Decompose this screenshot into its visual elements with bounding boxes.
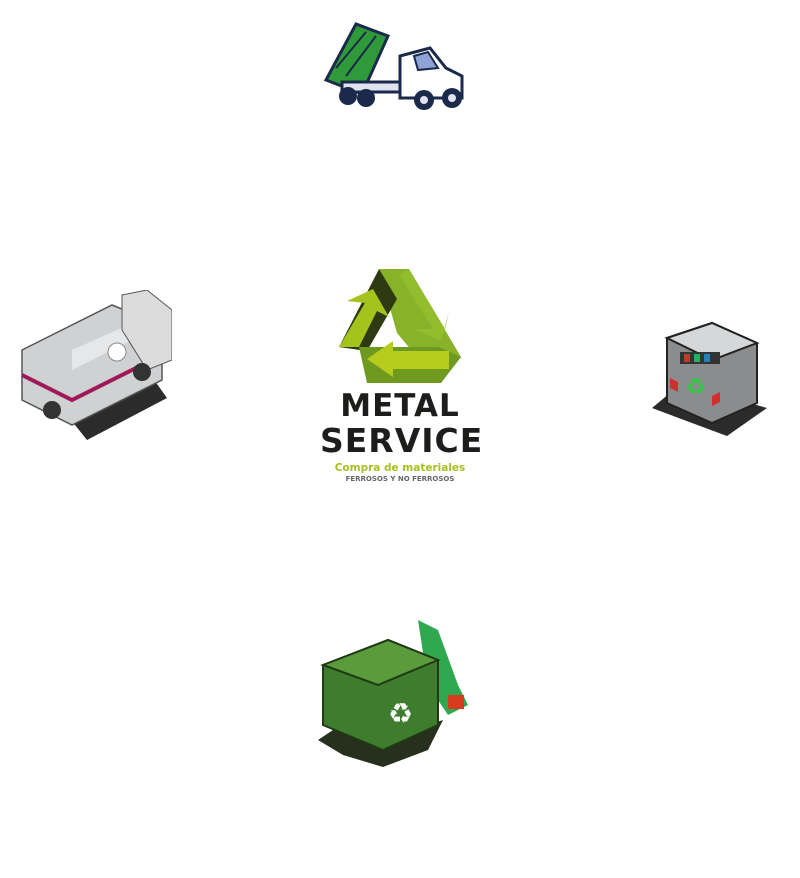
svg-text:♻: ♻	[686, 375, 706, 400]
metal-service-logo: METAL SERVICE Compra de materiales FERRO…	[320, 265, 484, 490]
green-dumpster-illustration: ♻	[318, 620, 468, 767]
logo-title-line1: METAL	[340, 388, 460, 424]
svg-text:♻: ♻	[388, 697, 413, 730]
recycle-icon	[339, 269, 461, 383]
logo-title-line2: SERVICE	[320, 421, 484, 460]
garbage-truck-illustration	[21, 290, 172, 440]
logo-tagline: Compra de materiales	[334, 462, 466, 474]
roll-off-truck-illustration	[323, 22, 464, 110]
logo-subtagline: FERROSOS Y NO FERROSOS	[345, 475, 455, 483]
metal-container-illustration: ♻	[652, 321, 767, 436]
